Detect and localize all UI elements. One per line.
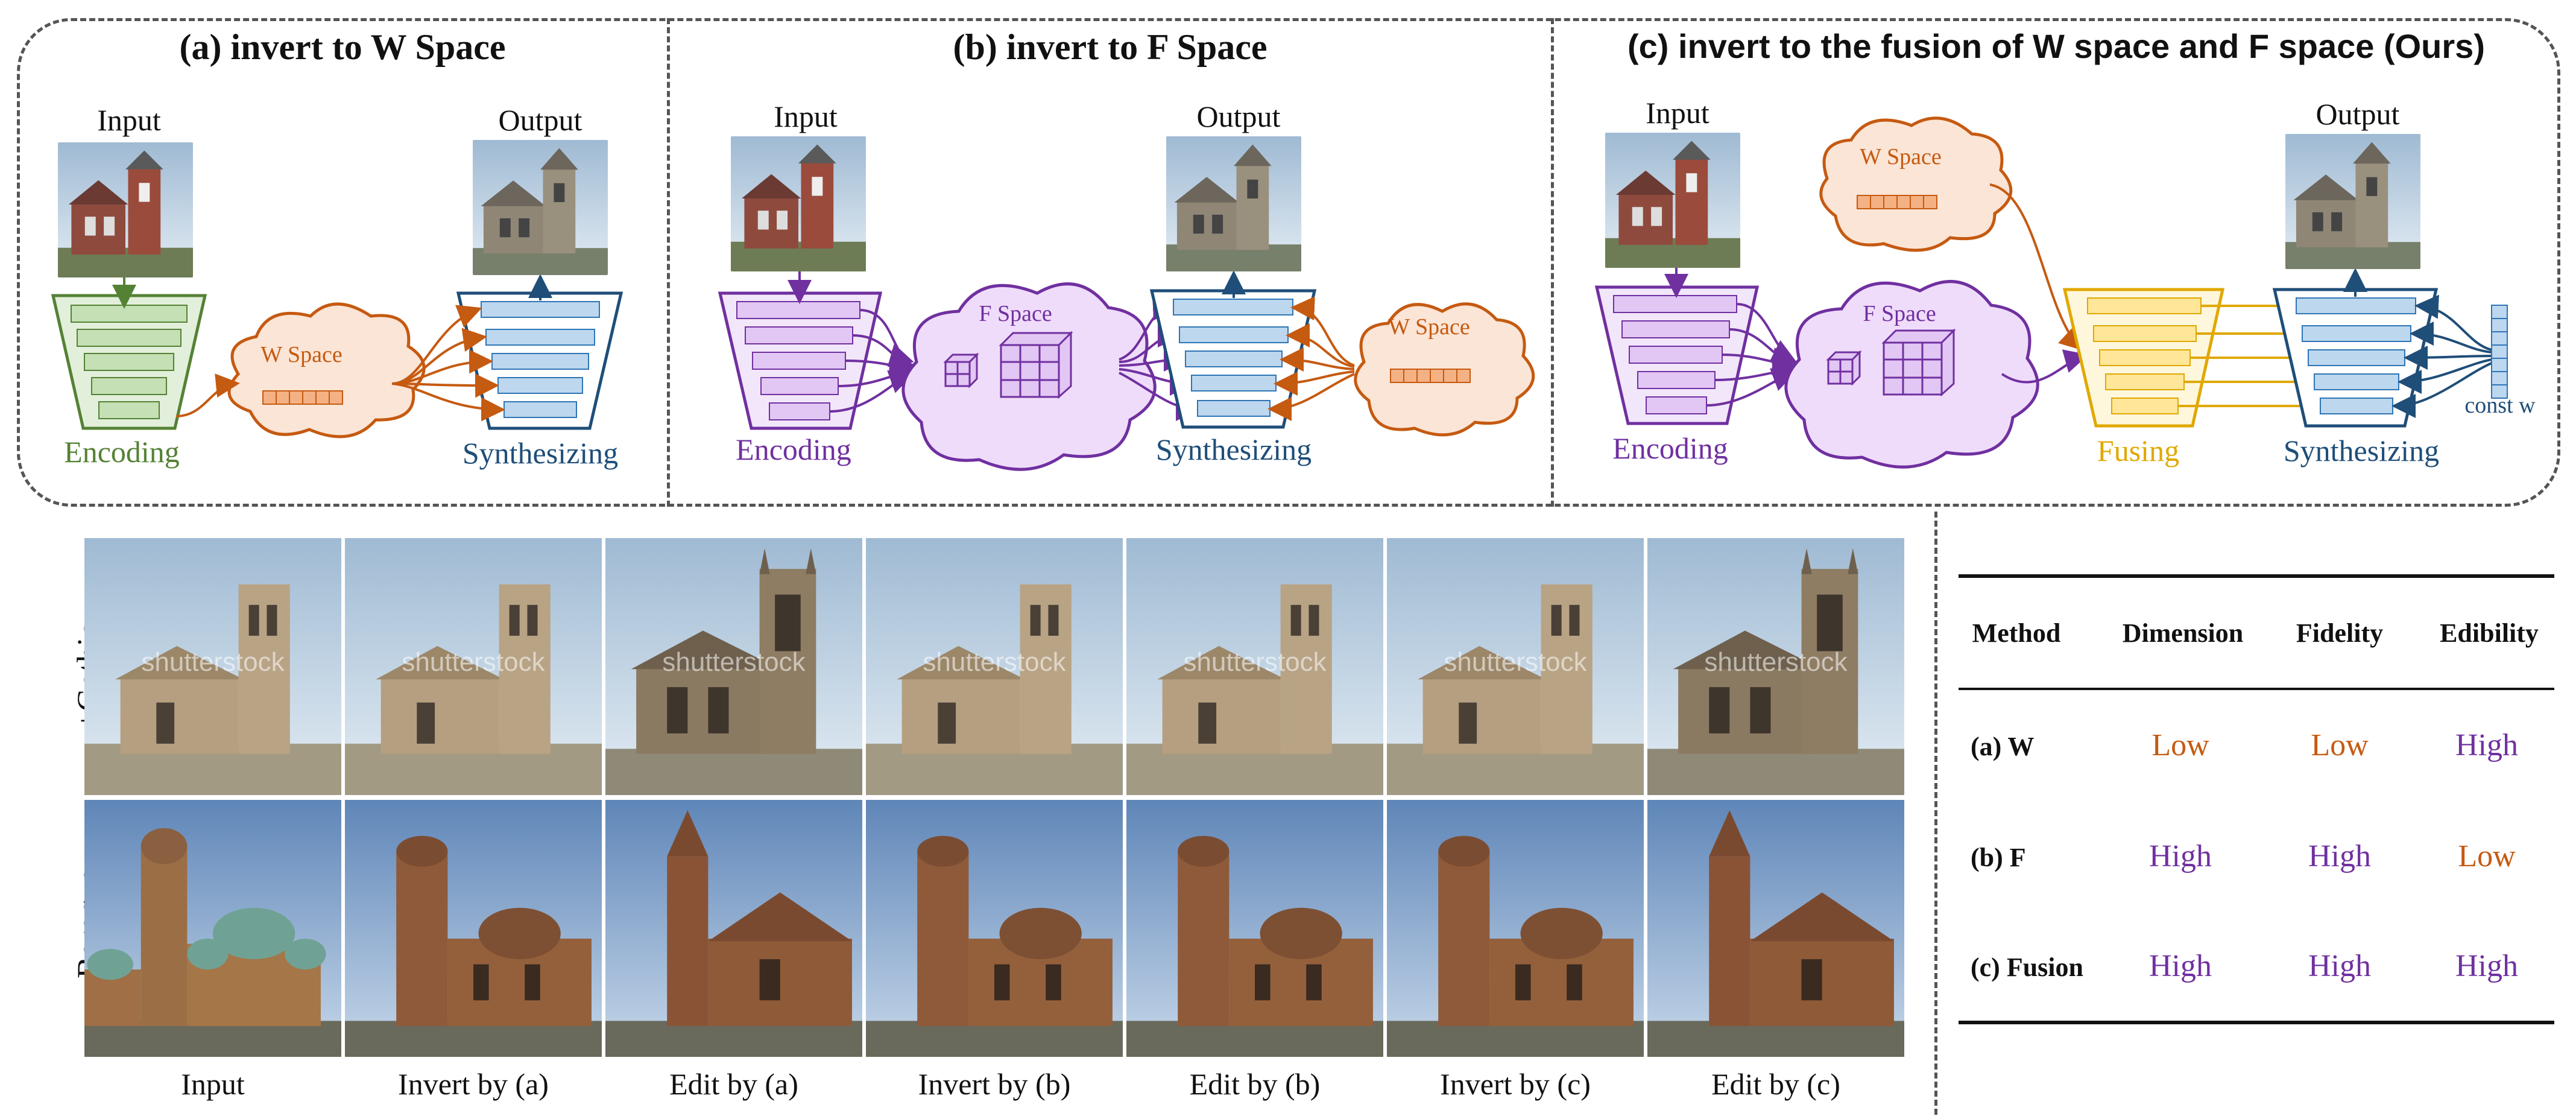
panel-b: (b) invert to F Space (668, 18, 1552, 507)
panel-divider-bc (1551, 18, 1554, 507)
architecture-diagram (51, 116, 2508, 471)
panel-b-encoder-label: Encoding (736, 433, 851, 466)
grid-image-baroque-input (84, 800, 341, 1057)
panel-a: (a) invert to W Space (17, 18, 668, 507)
panel-c-encoder-label: Encoding (1612, 431, 1728, 465)
table-divider (1934, 512, 1937, 1115)
grid-image-baroque-invert-b (866, 800, 1123, 1057)
panel-c-output-label: Output (2316, 97, 2400, 131)
svg-text:shutterstock: shutterstock (1444, 647, 1587, 677)
panel-c-encoder (1594, 265, 1760, 425)
grid-image-gothic-invert-a: shutterstock (345, 538, 602, 795)
table-bottom-rule (1959, 1021, 2554, 1024)
panel-c-fusing-label: Fusing (2097, 434, 2180, 468)
panel-a-title: (a) invert to W Space (179, 27, 506, 67)
col-label-input: Input (181, 1067, 245, 1101)
panel-a-input-label: Input (97, 103, 161, 137)
panel-b-output-image (1166, 136, 1301, 271)
panel-c-f-space-label: F Space (1863, 301, 1936, 326)
table-row-b-edibility: Low (2458, 839, 2516, 873)
panel-c: (c) invert to the fusion of W space and … (1552, 18, 2560, 507)
panel-c-synthesizer (2272, 268, 2439, 428)
panel-b-f-cloud (901, 282, 1157, 471)
grid-image-gothic-invert-c: shutterstock (1387, 538, 1644, 795)
table-row-c-method: (c) Fusion (1971, 953, 2083, 982)
table-row-a-edibility: High (2455, 728, 2518, 762)
col-label-edit-c: Edit by (c) (1711, 1067, 1840, 1101)
panel-b-input-image (731, 136, 866, 271)
svg-text:shutterstock: shutterstock (923, 647, 1066, 677)
svg-text:shutterstock: shutterstock (141, 647, 285, 677)
table-row-a-method: (a) W (1971, 732, 2035, 761)
panel-b-w-cloud (1354, 302, 1535, 437)
panel-b-input-label: Input (774, 100, 838, 133)
table-mid-rule (1959, 688, 2554, 690)
table-row-c-edibility: High (2455, 949, 2518, 983)
panel-c-input-image (1605, 133, 1740, 268)
panel-a-w-space-label: W Space (260, 342, 343, 367)
grid-image-baroque-invert-c (1387, 800, 1644, 1057)
table-row-c-fidelity: High (2308, 949, 2371, 983)
panel-a-output-label: Output (498, 103, 582, 137)
col-label-edit-a: Edit by (a) (669, 1067, 798, 1101)
panel-b-output-label: Output (1196, 100, 1281, 133)
grid-image-baroque-invert-a (345, 800, 602, 1057)
col-label-edit-b: Edit by (b) (1189, 1067, 1321, 1101)
panel-a-output-image (473, 140, 608, 275)
panel-b-w-space-label: W Space (1388, 314, 1470, 340)
panel-a-synth-label: Synthesizing (462, 436, 619, 470)
table-row-c-dimension: High (2149, 949, 2212, 983)
grid-image-gothic-invert-b: shutterstock (866, 538, 1123, 795)
grid-image-baroque-edit-c (1647, 800, 1904, 1057)
panel-b-title: (b) invert to F Space (953, 27, 1267, 67)
table-row-b-dimension: High (2149, 839, 2212, 873)
panel-a-w-cloud (227, 302, 426, 439)
table-row-a-fidelity: Low (2311, 728, 2369, 762)
panel-c-f-cloud (1784, 280, 2039, 469)
grid-image-gothic-edit-b: shutterstock (1126, 538, 1383, 795)
grid-image-gothic-input: shutterstock (84, 538, 341, 795)
grid-image-gothic-edit-c: shutterstock (1647, 538, 1904, 795)
panel-c-input-label: Input (1646, 96, 1709, 130)
table-header-method: Method (1972, 618, 2061, 648)
panel-a-encoder-label: Encoding (64, 435, 180, 469)
grid-image-gothic-edit-a: shutterstock (605, 538, 862, 795)
table-top-rule (1959, 574, 2554, 578)
panel-c-w-space-label: W Space (1860, 144, 1942, 170)
diagram-frame (17, 18, 2560, 507)
col-label-invert-a: Invert by (a) (398, 1067, 549, 1101)
table-header-dimension: Dimension (2122, 618, 2244, 648)
panel-a-encoder (51, 277, 207, 430)
grid-image-baroque-edit-a (605, 800, 862, 1057)
svg-text:shutterstock: shutterstock (1704, 647, 1848, 677)
col-label-invert-c: Invert by (c) (1440, 1067, 1591, 1101)
const-w-label: const w (2464, 393, 2536, 418)
svg-text:shutterstock: shutterstock (662, 647, 806, 677)
table-row-b-fidelity: High (2308, 839, 2371, 873)
panel-c-output-image (2285, 134, 2420, 269)
table-row-a-dimension: Low (2151, 728, 2209, 762)
panel-c-title: (c) invert to the fusion of W space and … (1627, 27, 2485, 65)
svg-text:shutterstock: shutterstock (1183, 647, 1327, 677)
panel-b-f-space-label: F Space (979, 301, 1052, 326)
panel-c-w-cloud (1819, 116, 2013, 252)
panel-divider-ab (667, 18, 670, 507)
table-header-fidelity: Fidelity (2296, 618, 2384, 648)
const-w-vector (2491, 305, 2508, 399)
table-header-edibility: Edibility (2440, 618, 2539, 648)
table-row-b-method: (b) F (1971, 843, 2026, 872)
col-label-invert-b: Invert by (b) (918, 1067, 1071, 1101)
panel-b-synth-label: Synthesizing (1155, 433, 1312, 466)
grid-image-baroque-edit-b (1126, 800, 1383, 1057)
svg-text:shutterstock: shutterstock (402, 647, 545, 677)
panel-a-input-image (58, 142, 193, 277)
panel-b-encoder (718, 271, 883, 430)
panel-c-synth-label: Synthesizing (2283, 434, 2440, 468)
